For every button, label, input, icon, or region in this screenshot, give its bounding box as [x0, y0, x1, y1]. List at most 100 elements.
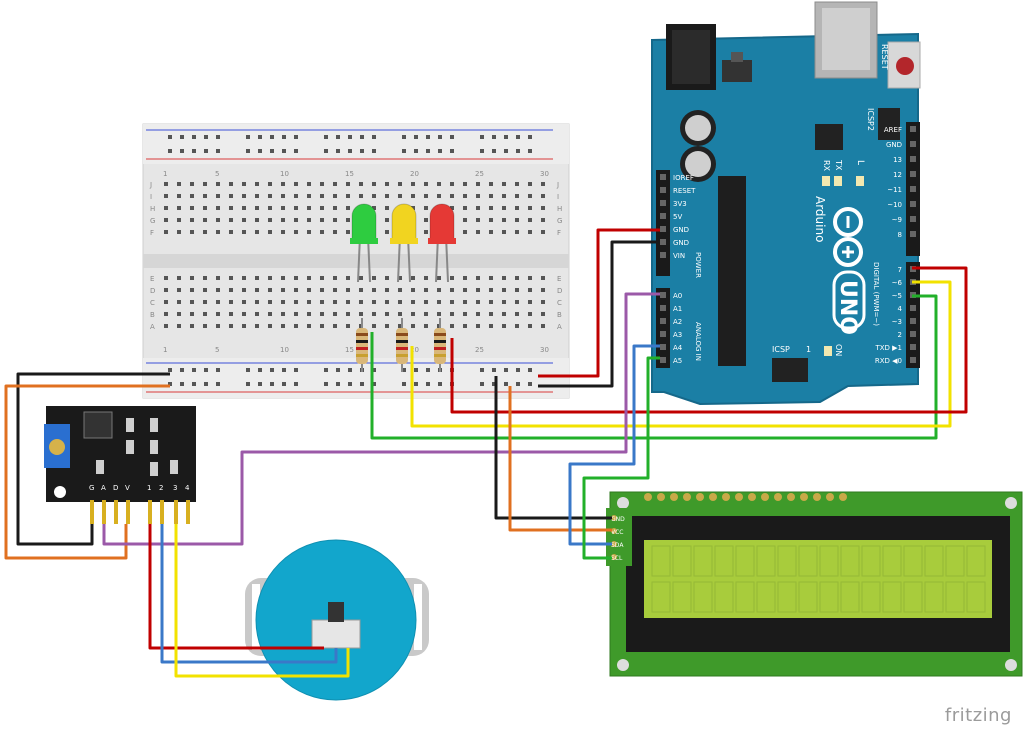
lcd-display: GND VCC SDA SCL — [606, 491, 1023, 677]
wire-yellow-led — [410, 280, 952, 428]
module-pin-label: G — [89, 484, 94, 492]
column-number: 25 — [475, 346, 484, 354]
board-name: UNO — [835, 280, 860, 335]
row-letter: I — [557, 193, 559, 201]
lcd-pin-label: SCL — [611, 555, 623, 562]
arduino-logo: UNO Arduino — [813, 196, 866, 335]
digital-pin-label: GND — [886, 141, 902, 149]
analog-header — [656, 288, 670, 368]
wire-pin2 — [160, 524, 338, 664]
row-letter: E — [150, 275, 154, 283]
row-letter: E — [557, 275, 561, 283]
row-letter: B — [150, 311, 155, 319]
row-letter: F — [150, 229, 154, 237]
column-number: 1 — [163, 346, 167, 354]
digital-pin-label: 7 — [898, 266, 902, 274]
column-number: 20 — [410, 170, 419, 178]
row-letter: D — [557, 287, 562, 295]
digital-section-label: DIGITAL (PWM=~) — [872, 262, 880, 326]
wire-5v — [538, 228, 660, 378]
analog-section-label: ANALOG IN — [694, 322, 702, 361]
row-letter: G — [150, 217, 155, 225]
row-letter: A — [557, 323, 562, 331]
row-letter: C — [557, 299, 562, 307]
wire-pin3 — [174, 524, 350, 678]
fritzing-brand: fritzing — [944, 705, 1012, 726]
column-number: 1 — [163, 170, 167, 178]
lcd-pin-label: GND — [611, 516, 625, 523]
led-green — [350, 203, 378, 283]
module-pin-label: 2 — [159, 484, 163, 492]
power-pin-label: RESET — [673, 187, 696, 195]
row-letter: H — [557, 205, 562, 213]
power-pin-label: GND — [673, 239, 689, 247]
row-letter: J — [556, 181, 559, 189]
digital-header-bottom — [906, 262, 920, 368]
digital-pin-label: 8 — [898, 231, 902, 239]
wire-lcd-scl — [582, 356, 660, 560]
row-letter: I — [150, 193, 152, 201]
resistor — [396, 318, 408, 372]
row-letter: C — [150, 299, 155, 307]
row-letter: B — [557, 311, 562, 319]
brand-label: Arduino — [813, 196, 827, 242]
row-letter: J — [149, 181, 152, 189]
icsp-num: 1 — [806, 345, 811, 354]
row-letter: D — [150, 287, 155, 295]
leds — [350, 203, 456, 372]
power-pin-label: 3V3 — [673, 200, 687, 208]
column-number: 30 — [540, 346, 549, 354]
analog-pin-label: A2 — [673, 318, 682, 326]
digital-pin-label: ~3 — [892, 318, 902, 326]
digital-pin-label: 12 — [893, 171, 902, 179]
row-letter: G — [557, 217, 562, 225]
wire-lcd-vcc — [508, 386, 612, 532]
led-red — [428, 203, 456, 283]
wire-module-a0 — [102, 292, 660, 546]
column-number: 30 — [540, 170, 549, 178]
lcd-screen — [644, 540, 992, 618]
lcd-top-pins — [644, 493, 847, 501]
power-pin-label: IOREF — [673, 174, 694, 182]
wire-lcd-sda — [568, 344, 660, 546]
wire-red-led — [450, 266, 968, 414]
wire-module-gnd — [16, 372, 170, 546]
reset-label: RESET — [880, 44, 889, 70]
analog-pin-label: A0 — [673, 292, 682, 300]
row-letter: F — [557, 229, 561, 237]
analog-pin-label: A1 — [673, 305, 682, 313]
lcd-pin-labels: GND VCC SDA SCL — [611, 515, 625, 562]
module-pin-label: 1 — [147, 484, 151, 492]
digital-pin-label: ~6 — [892, 279, 903, 287]
digital-pin-label: ~9 — [892, 216, 902, 224]
digital-pin-label: 4 — [898, 305, 903, 313]
module-pin-label: A — [101, 484, 106, 492]
lcd-pin-label: VCC — [611, 529, 623, 536]
column-number: 25 — [475, 170, 484, 178]
analog-pin-label: A3 — [673, 331, 682, 339]
wire-module-vcc — [4, 384, 170, 560]
lcd-pin-label: SDA — [611, 542, 624, 549]
l-label: L — [855, 160, 865, 165]
module-parts — [96, 418, 178, 476]
power-pin-label: GND — [673, 226, 689, 234]
module-pin-label: 3 — [173, 484, 177, 492]
led-yellow — [390, 203, 418, 283]
analog-pin-label: A5 — [673, 357, 682, 365]
digital-pin-label: ~5 — [892, 292, 902, 300]
column-number: 10 — [280, 346, 289, 354]
analog-pin-label: A4 — [673, 344, 683, 352]
icsp2-label: ICSP2 — [866, 108, 875, 131]
resistor — [434, 318, 446, 372]
on-label: ON — [834, 344, 843, 356]
row-letter: A — [150, 323, 155, 331]
digital-pin-label: 2 — [898, 331, 902, 339]
lcd-character-grid — [651, 545, 986, 613]
row-letter: H — [150, 205, 155, 213]
resistor — [356, 318, 368, 372]
wire-gnd-rail — [538, 240, 660, 388]
column-number: 15 — [345, 346, 354, 354]
